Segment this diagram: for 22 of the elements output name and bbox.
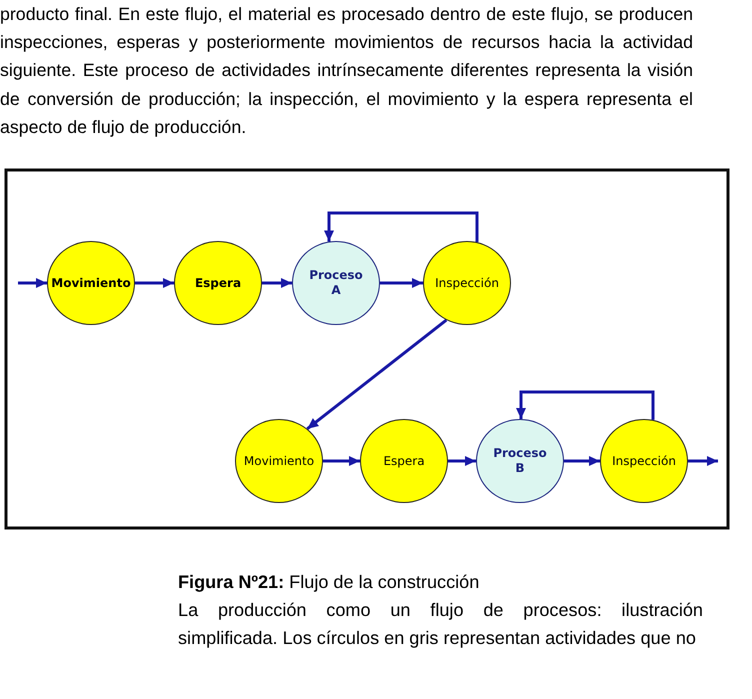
flow-arrow xyxy=(18,278,47,288)
node-label: Espera xyxy=(194,276,242,290)
figure-caption: Figura Nº21: Flujo de la construcción xyxy=(178,571,480,594)
node-label: Espera xyxy=(383,454,425,468)
caption-paragraph: La producción como un flujo de procesos: ilustración simplificada. Los círculos en gris representan actividades que no xyxy=(178,599,703,650)
node-label: Inspección xyxy=(435,276,499,290)
node-label: Inspección xyxy=(612,454,676,468)
flow-arrow xyxy=(306,318,448,430)
flow-arrow xyxy=(564,456,600,466)
feedback-arrow xyxy=(516,390,654,420)
node-label: Movimiento xyxy=(244,454,314,468)
flow-arrow xyxy=(688,456,718,466)
node-label: Proceso A xyxy=(308,268,364,298)
flow-arrow xyxy=(135,278,174,288)
flow-arrow xyxy=(262,278,292,288)
node-label: Proceso B xyxy=(492,446,548,476)
flow-arrow xyxy=(448,456,476,466)
node-label: Movimiento xyxy=(51,276,131,290)
feedback-arrow xyxy=(324,212,478,242)
flow-arrow xyxy=(380,278,423,288)
flow-arrow xyxy=(323,456,360,466)
body-paragraph: producto final. En este flujo, el material es procesado dentro de este flujo, se producen inspecciones, esperas y posteriormente movimientos de recursos hacia la actividad siguiente. Este proceso de actividades intrínsecamente diferentes representa la visión de conversión de producción; la inspección, el movimiento y la espera representa el aspecto de flujo de producción. xyxy=(0,3,693,139)
